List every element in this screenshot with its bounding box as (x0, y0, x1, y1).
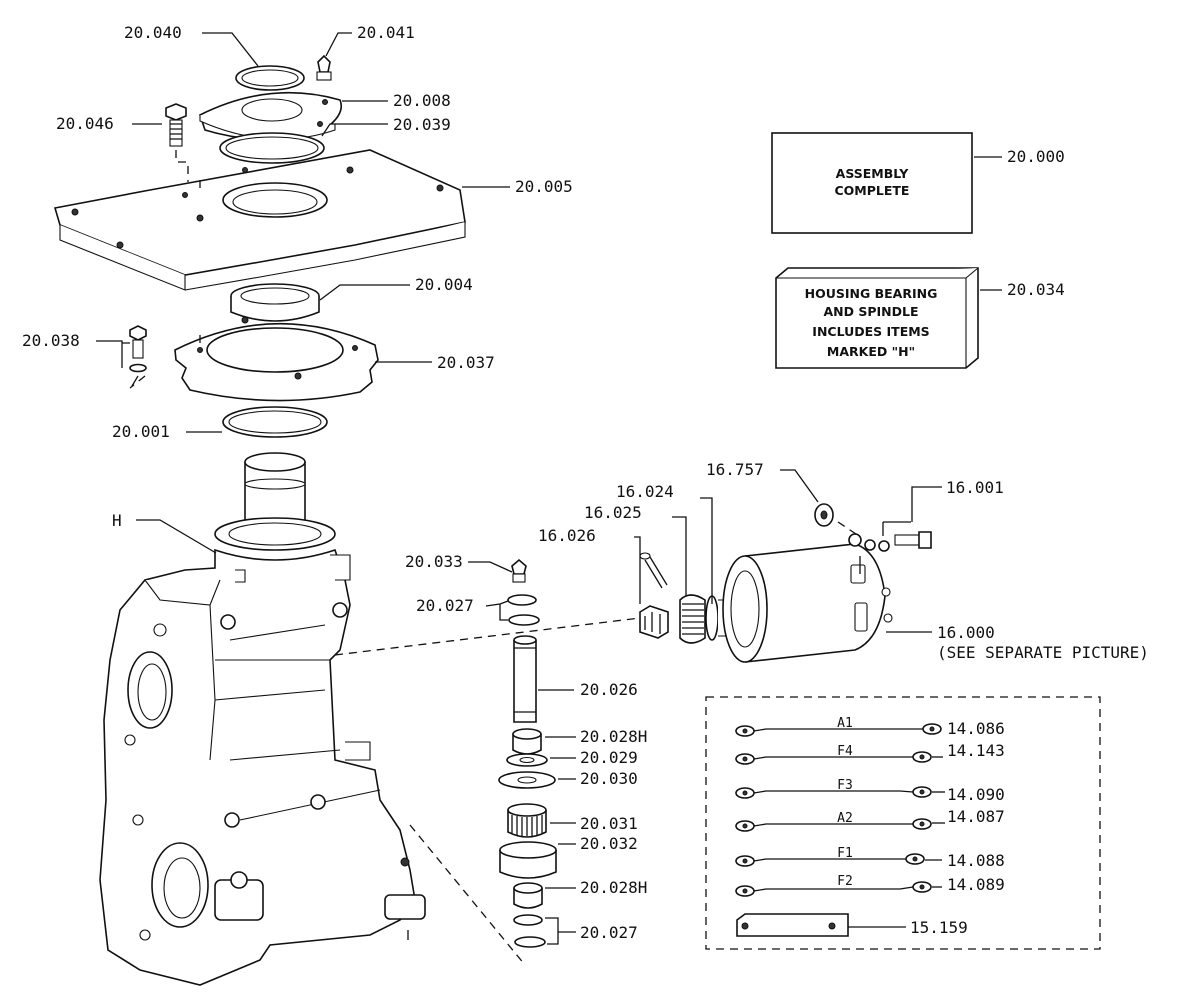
wire-lead-14-087 (735, 818, 932, 832)
label-20-041: 20.041 (357, 23, 415, 42)
label-14-089: 14.089 (947, 875, 1005, 894)
assembly-dashline-spindle (409, 824, 526, 966)
label-20-046: 20.046 (56, 114, 114, 133)
bolt-20-046 (165, 103, 189, 194)
bearing-20-032 (499, 841, 557, 879)
housing-plate-20-005 (53, 149, 466, 291)
bush-20-028H-bottom (513, 882, 543, 909)
label-20-027-top: 20.027 (416, 596, 474, 615)
assembly-complete-line1: ASSEMBLY (836, 166, 910, 181)
wire-label-f2: F2 (837, 874, 853, 889)
assembly-complete-line2: COMPLETE (835, 183, 910, 198)
wire-lead-14-088 (735, 853, 925, 867)
wire-lead-14-090 (735, 786, 932, 799)
leader-lines (96, 32, 1002, 945)
gearbox-housing-H (99, 452, 426, 986)
o-ring-20-039 (219, 132, 325, 164)
pinion-16-025 (679, 594, 706, 644)
label-16-000: 16.000 (937, 623, 995, 642)
housing-bearing-line4: MARKED "H" (827, 344, 915, 359)
label-20-000: 20.000 (1007, 147, 1065, 166)
label-20-033: 20.033 (405, 552, 463, 571)
circlip-20-027-bottom (513, 914, 546, 948)
label-14-086: 14.086 (947, 719, 1005, 738)
label-20-004: 20.004 (415, 275, 473, 294)
wire-lead-14-086 (735, 723, 942, 737)
housing-bearing-box (775, 267, 979, 369)
label-20-032: 20.032 (580, 834, 638, 853)
grease-nipple-20-041 (316, 54, 332, 81)
wire-label-a2: A2 (837, 811, 853, 826)
gear-20-031 (507, 803, 547, 838)
label-14-090: 14.090 (947, 785, 1005, 804)
spindle-20-026 (513, 635, 537, 723)
label-20-001: 20.001 (112, 422, 170, 441)
wire-lead-14-089 (735, 881, 932, 897)
label-20-038: 20.038 (22, 331, 80, 350)
housing-bearing-line2: AND SPINDLE (823, 304, 918, 319)
circlip-20-027-top (507, 594, 540, 626)
bush-20-028H-top (512, 728, 542, 755)
label-20-040: 20.040 (124, 23, 182, 42)
assembly-dashline-starter (334, 617, 641, 656)
label-16-757: 16.757 (706, 460, 764, 479)
label-14-087: 14.087 (947, 807, 1005, 826)
circlip-20-040 (235, 65, 305, 91)
bolt-washer-20-038 (129, 325, 147, 387)
label-20-026: 20.026 (580, 680, 638, 699)
label-14-143: 14.143 (947, 741, 1005, 760)
label-16-025: 16.025 (584, 503, 642, 522)
split-pin-16-026 (639, 552, 668, 589)
label-20-039: 20.039 (393, 115, 451, 134)
spacer-16-757 (814, 503, 857, 535)
toothed-ring-20-037 (174, 316, 379, 402)
label-16-000-note: (SEE SEPARATE PICTURE) (937, 643, 1149, 662)
housing-bearing-line1: HOUSING BEARING (805, 286, 938, 301)
washer-20-029 (506, 753, 548, 767)
label-20-034: 20.034 (1007, 280, 1065, 299)
assembly-complete-box (771, 132, 973, 234)
label-16-001: 16.001 (946, 478, 1004, 497)
housing-bearing-line3: INCLUDES ITEMS (812, 324, 929, 339)
bearing-20-004 (230, 283, 320, 322)
label-20-008: 20.008 (393, 91, 451, 110)
label-16-024: 16.024 (616, 482, 674, 501)
label-20-031: 20.031 (580, 814, 638, 833)
label-14-088: 14.088 (947, 851, 1005, 870)
label-20-037: 20.037 (437, 353, 495, 372)
wire-label-f1: F1 (837, 846, 853, 861)
label-20-029: 20.029 (580, 748, 638, 767)
label-20-027-bottom: 20.027 (580, 923, 638, 942)
grease-nipple-20-033 (511, 558, 527, 583)
label-15-159: 15.159 (910, 918, 968, 937)
link-bar-15-159 (736, 913, 849, 937)
label-20-028H-top: 20.028H (580, 727, 647, 746)
ring-20-001 (222, 406, 328, 438)
wire-label-a1: A1 (837, 716, 853, 731)
nut-16-026 (639, 605, 669, 639)
label-H: H (112, 511, 122, 530)
wire-label-f4: F4 (837, 744, 853, 759)
washer-20-030 (498, 771, 556, 789)
label-20-028H-bottom: 20.028H (580, 878, 647, 897)
wiring-leads-box (705, 696, 1101, 950)
cover-plate-20-008 (199, 91, 343, 140)
label-16-026: 16.026 (538, 526, 596, 545)
label-20-005: 20.005 (515, 177, 573, 196)
label-20-030: 20.030 (580, 769, 638, 788)
bolt-16-001 (882, 521, 932, 549)
wire-lead-14-143 (735, 751, 932, 765)
wire-label-f3: F3 (837, 778, 853, 793)
starter-motor-16-000 (722, 533, 893, 663)
